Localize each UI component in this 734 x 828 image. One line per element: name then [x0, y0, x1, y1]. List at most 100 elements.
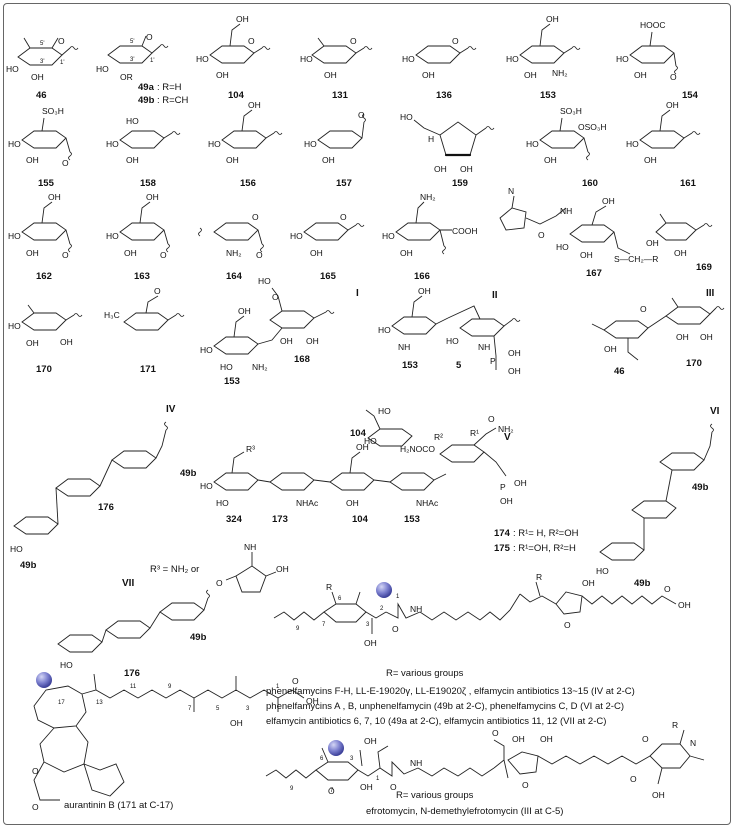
atom-OH: OH [356, 442, 369, 452]
structure-153-5: OH HO NH HO NH P OH OH II 153 5 [378, 286, 521, 376]
label-104b: 104 [352, 514, 369, 525]
label-176: 176 [98, 502, 114, 513]
atom-HO: HO [96, 64, 109, 74]
atom-O: O [252, 212, 259, 222]
label-49b-e: 49b [190, 632, 207, 643]
atom-OH: OH [60, 337, 73, 347]
atom-O: O [452, 36, 459, 46]
atom-HO: HO [446, 336, 459, 346]
efrotomycin-r-note: R= various groups [396, 790, 474, 801]
atom-OH: OH [500, 496, 513, 506]
atom-HO: HO [556, 242, 569, 252]
atom-OH: OH [508, 366, 521, 376]
atom-OH: OH [508, 348, 521, 358]
atom-OH: OH [602, 196, 615, 206]
atom-H2NOCO: H₂NOCO [400, 444, 435, 454]
structure-136: HO OH O 136 [402, 36, 477, 101]
svg-text:5: 5 [216, 706, 220, 712]
atom-HO: HO [596, 566, 609, 576]
atom-O: O [640, 304, 647, 314]
label-169: 169 [696, 262, 712, 273]
atom-OH: OH [546, 14, 559, 24]
svg-text:5': 5' [130, 39, 134, 45]
atom-H: H [428, 134, 434, 144]
svg-text:17: 17 [58, 700, 65, 706]
atom-OH: OH [310, 248, 323, 258]
atom-HO: HO [506, 54, 519, 64]
atom-OH: OH [580, 250, 593, 260]
atom-NH: NH [398, 342, 410, 352]
atom-R: R [672, 720, 678, 730]
label-161: 161 [680, 178, 697, 189]
label-49b-b: 49b [20, 560, 37, 571]
label-173: 173 [272, 514, 288, 525]
structure-159: HO H OH OH 159 [400, 112, 495, 189]
structure-164: NH₂ O O 164 [198, 212, 264, 282]
roman-II: II [492, 290, 498, 301]
atom-O: O [62, 250, 69, 260]
atom-O: O [146, 32, 153, 42]
figure-frame [3, 3, 731, 825]
label-46b: 46 [614, 366, 625, 377]
atom-HO: HO [364, 436, 377, 446]
structure-VI: VI 49b 49b HO [596, 406, 720, 589]
structure-154: HOOC HO OH O 154 [616, 20, 699, 101]
label-104c: 104 [350, 428, 367, 439]
atom-HO: HO [402, 54, 415, 64]
label-156: 156 [240, 178, 256, 189]
label-174: 174 [494, 528, 511, 539]
structure-163: OH HO OH O 163 [106, 192, 170, 282]
atom-OH: OH [604, 344, 617, 354]
atom-NH2: NH₂ [498, 424, 514, 434]
svg-text:7: 7 [188, 706, 192, 712]
atom-N: N [508, 186, 514, 196]
atom-R3: R³ [246, 444, 255, 454]
label-49a: 49a [138, 82, 155, 93]
atom-N: N [690, 738, 696, 748]
marker-ball-C5 [328, 740, 344, 756]
atom-O: O [350, 36, 357, 46]
marker-ball-C17 [36, 672, 52, 688]
atom-OH: OH [364, 638, 377, 648]
atom-O: O [58, 36, 65, 46]
phenelfamycin-scaffold: R R OH O NH O OH OH O 679 312 R= various… [266, 572, 691, 727]
svg-text:9: 9 [290, 786, 294, 792]
atom-OH: OH [236, 14, 249, 24]
atom-H3C: H₃C [104, 310, 120, 320]
atom-O: O [32, 802, 39, 812]
atom-HO: HO [304, 139, 317, 149]
svg-text:13: 13 [96, 700, 103, 706]
label-324: 324 [226, 514, 243, 525]
atom-OH: OH [324, 70, 337, 80]
structure-49ab: HO OR O 5'3'1' 49a : R=H 49b : R=CH [96, 32, 189, 106]
atom-OH: OH [676, 332, 689, 342]
label-171: 171 [140, 364, 157, 375]
atom-O: O [522, 780, 529, 790]
atom-OH: OH [124, 248, 137, 258]
atom-HO: HO [10, 544, 23, 554]
structure-104: OH HO OH O 104 [196, 14, 271, 101]
atom-NH: NH [244, 542, 256, 552]
atom-OH: OH [146, 192, 159, 202]
structure-171: H₃C O 171 [104, 286, 185, 375]
svg-text:1': 1' [150, 58, 154, 64]
atom-NH2: NH₂ [420, 192, 436, 202]
label-153b: 153 [224, 376, 240, 387]
atom-O: O [564, 620, 571, 630]
atom-HO: HO [400, 112, 413, 122]
phenelfamycin-line2: phenelfamycins A , B, unphenelfamycin (4… [266, 701, 624, 712]
atom-OH: OH [306, 336, 319, 346]
atom-HO: HO [626, 139, 639, 149]
label-153d: 153 [404, 514, 420, 525]
label-49b: 49b [138, 95, 155, 106]
atom-OH: OH [48, 192, 61, 202]
atom-O: O [154, 286, 161, 296]
atom-OH: OH [514, 478, 527, 488]
label-5: 5 [456, 360, 462, 371]
label-49a-def: : R=H [157, 82, 182, 93]
svg-text:1': 1' [60, 60, 64, 66]
atom-OH: OH [26, 155, 39, 165]
structure-169: OH OH 169 [646, 213, 713, 273]
atom-OH: OH [276, 564, 289, 574]
atom-O: O [642, 734, 649, 744]
